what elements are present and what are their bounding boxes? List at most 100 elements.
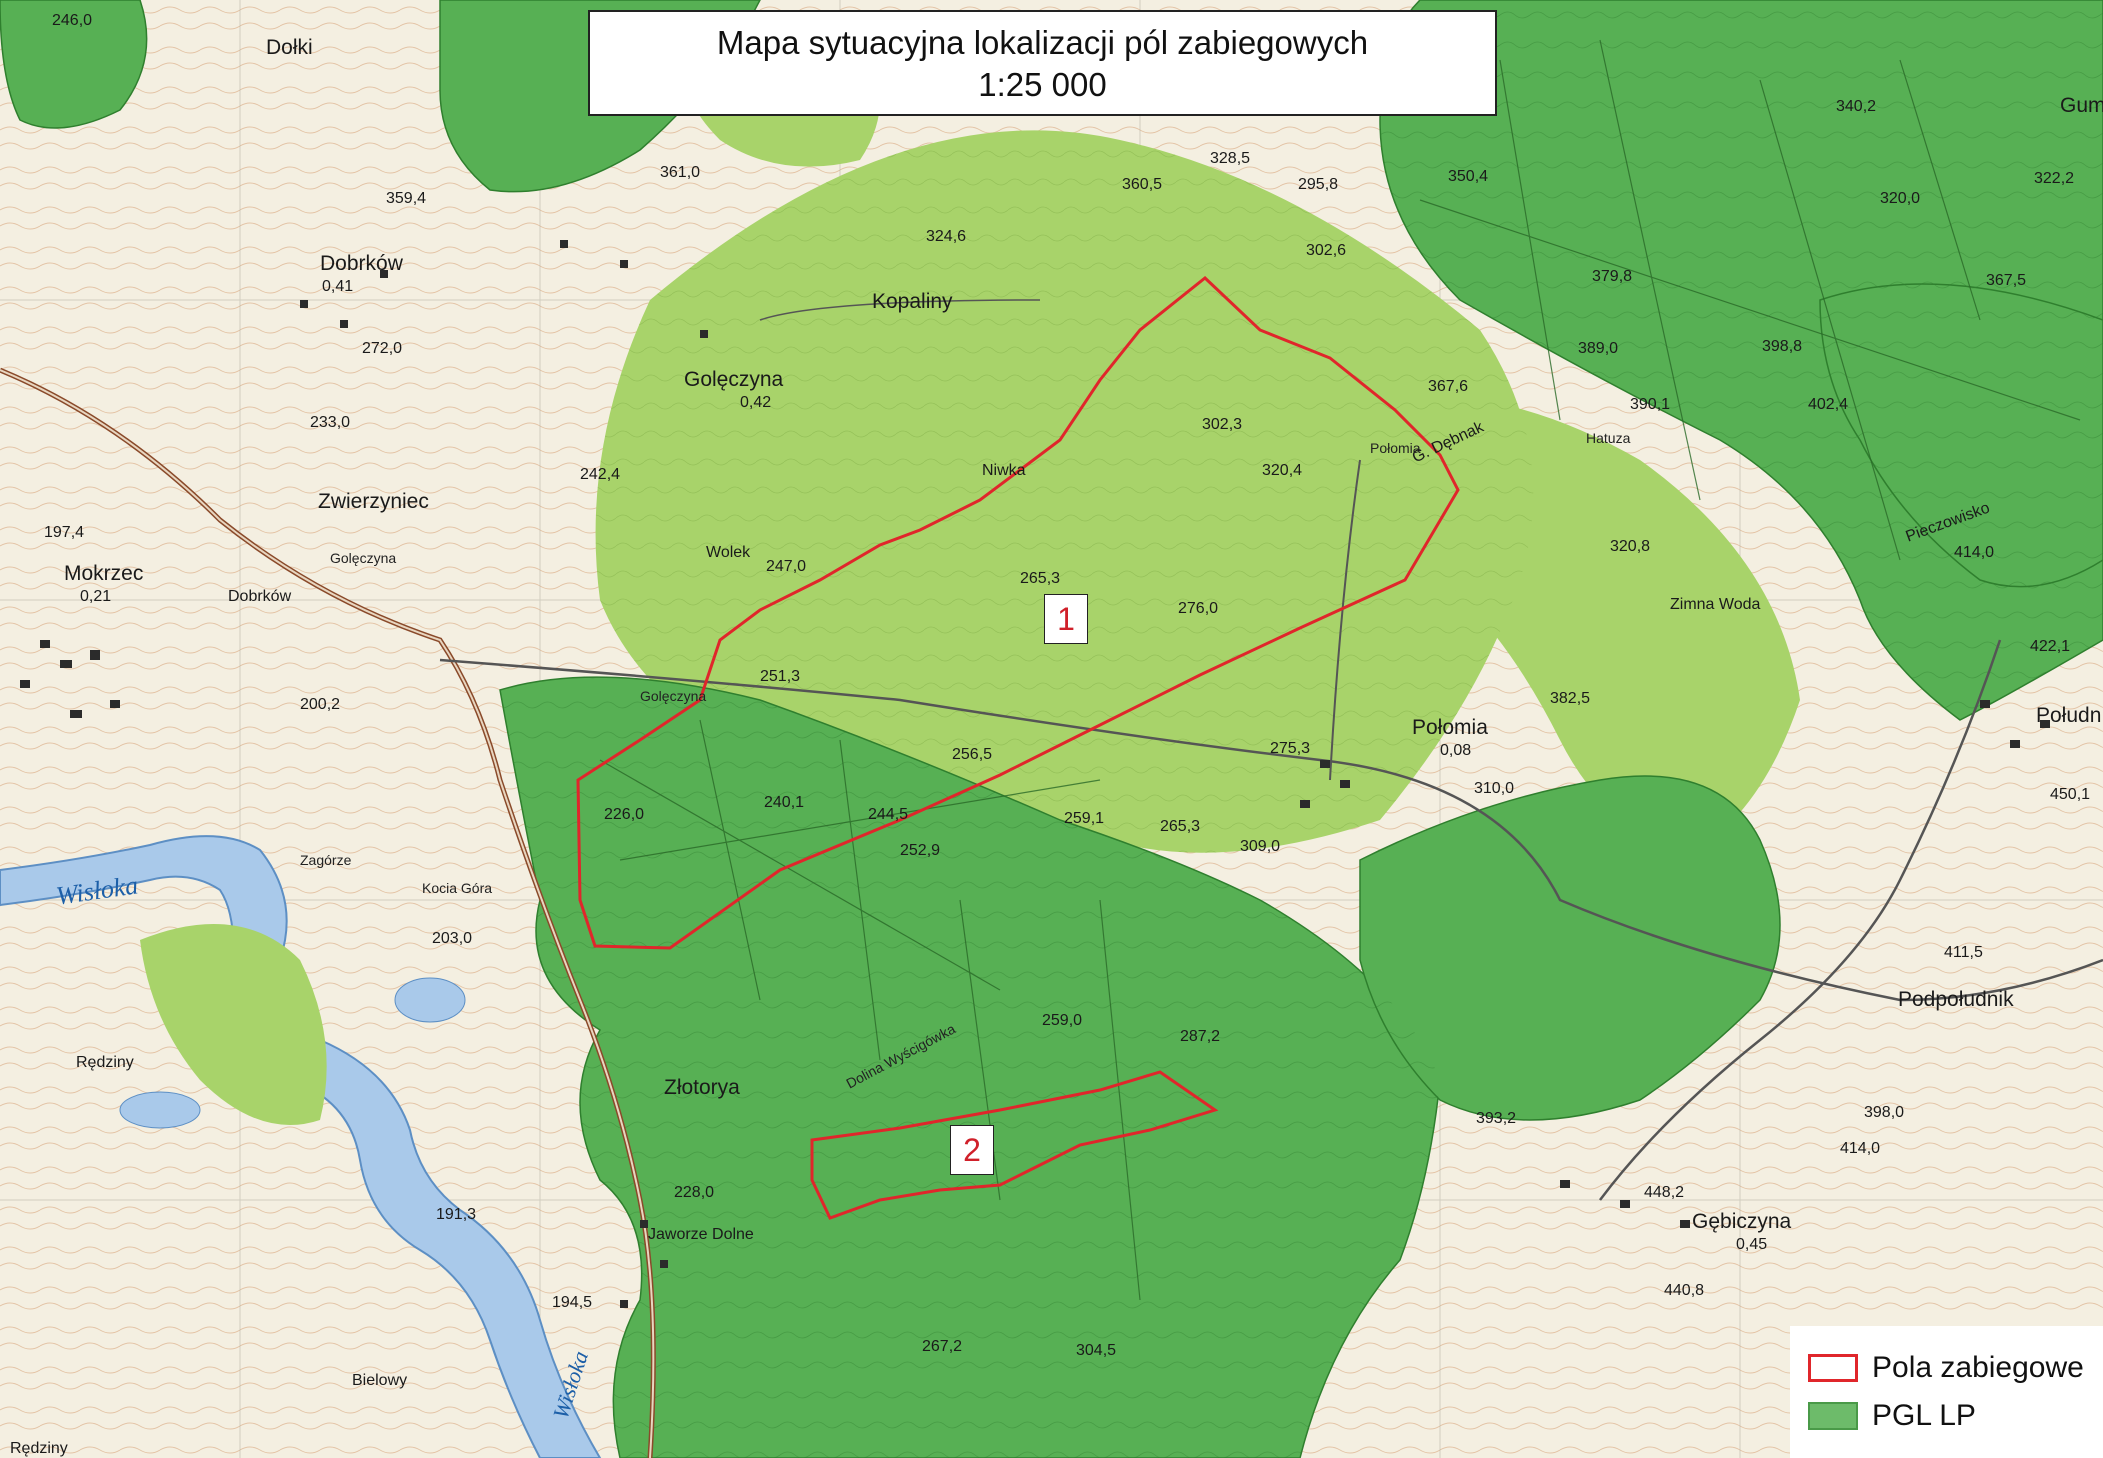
elevation: 203,0 (432, 930, 473, 947)
place-goleczyna-value: 0,42 (740, 394, 772, 411)
elevation: 251,3 (760, 668, 801, 685)
elevation: 265,3 (1160, 818, 1201, 835)
elevation: 398,8 (1762, 338, 1803, 355)
elevation: 361,0 (660, 164, 701, 181)
elevation: 310,0 (1474, 780, 1515, 797)
elevation: 244,5 (868, 806, 909, 823)
elevation: 240,1 (764, 794, 805, 811)
elevation: 267,2 (922, 1338, 963, 1355)
elevation: 320,0 (1880, 190, 1921, 207)
treatment-field-2[interactable] (810, 1070, 1219, 1220)
elevation: 287,2 (1180, 1028, 1221, 1045)
elevation: 295,8 (1298, 176, 1339, 193)
place-zwierzyniec: Zwierzyniec (318, 490, 429, 513)
place-podpoludnik: Podpołudnik (1898, 988, 2014, 1011)
elevation: 320,4 (1262, 462, 1303, 479)
place-dobrkow-value: 0,41 (322, 278, 354, 295)
elevation: 448,2 (1644, 1184, 1685, 1201)
light-forest-texture (595, 130, 1534, 853)
elevation: 320,8 (1610, 538, 1651, 555)
elevation: 252,9 (900, 842, 941, 859)
legend-label: Pola zabiegowe (1872, 1351, 2084, 1384)
elevation: 233,0 (310, 414, 351, 431)
place-dobrkow-2: Dobrków (228, 588, 292, 605)
legend-item-treatment-fields: Pola zabiegowe (1808, 1344, 2103, 1392)
elevation: 350,4 (1448, 168, 1489, 185)
elevation: 379,8 (1592, 268, 1633, 285)
elevation: 228,0 (674, 1184, 715, 1201)
elevation: 367,6 (1428, 378, 1469, 395)
pond (394, 977, 466, 1023)
place-gebiczyna: Gębiczyna (1692, 1210, 1792, 1233)
title-scale: 1:25 000 (978, 66, 1107, 103)
place-hatuza: Hatuza (1586, 430, 1631, 446)
field-label-2[interactable]: 2 (950, 1125, 994, 1175)
elevation: 450,1 (2050, 786, 2091, 803)
elevation: 411,5 (1944, 944, 1983, 961)
elevation: 246,0 (52, 12, 93, 29)
elevation: 276,0 (1178, 600, 1219, 617)
elevation: 275,3 (1270, 740, 1311, 757)
elevation: 194,5 (552, 1294, 593, 1311)
place-wolek: Wolek (706, 544, 751, 561)
compartment-lines (599, 39, 2081, 1301)
place-polomia-value: 0,08 (1440, 742, 1472, 759)
elevation: 226,0 (604, 806, 645, 823)
field-label-1[interactable]: 1 (1044, 594, 1088, 644)
settlements (20, 240, 2050, 1308)
place-dolki: Dołki (266, 36, 313, 59)
place-zimna-woda: Zimna Woda (1670, 596, 1761, 613)
elevation: 389,0 (1578, 340, 1619, 357)
elevation: 398,0 (1864, 1104, 1905, 1121)
place-zagorze: Zagórze (300, 852, 352, 868)
place-niwka: Niwka (982, 462, 1026, 479)
title-line-1: Mapa sytuacyjna lokalizacji pól zabiegow… (716, 24, 1369, 61)
elevation: 393,2 (1476, 1110, 1517, 1127)
treatment-field-1[interactable] (576, 276, 1460, 950)
elevation: 259,1 (1064, 810, 1105, 827)
place-redziny-2: Rędziny (10, 1440, 68, 1457)
elevation: 200,2 (300, 696, 341, 713)
place-polomia-2: Połomia (1370, 440, 1421, 456)
elevation: 440,8 (1664, 1282, 1705, 1299)
elevation: 414,0 (1840, 1140, 1881, 1157)
place-mokrzec: Mokrzec (64, 562, 144, 585)
place-goleczyna: Golęczyna (684, 368, 784, 391)
place-kocia-gora: Kocia Góra (422, 880, 493, 896)
map-title: Mapa sytuacyjna lokalizacji pól zabiegow… (588, 10, 1497, 116)
place-poludnik: Połudn (2036, 704, 2102, 727)
place-dobrkow: Dobrków (320, 252, 403, 275)
elevation: 191,3 (436, 1206, 477, 1223)
place-goleczyna-2: Golęczyna (330, 550, 397, 566)
elevation: 324,6 (926, 228, 967, 245)
elevation: 359,4 (386, 190, 427, 207)
place-gebiczyna-value: 0,45 (1736, 1236, 1768, 1253)
elevation: 414,0 (1954, 544, 1995, 561)
elevation: 340,2 (1836, 98, 1877, 115)
elevation: 382,5 (1550, 690, 1591, 707)
elevation: 265,3 (1020, 570, 1061, 587)
elevation: 360,5 (1122, 176, 1163, 193)
place-mokrzec-value: 0,21 (80, 588, 112, 605)
pond (119, 1091, 201, 1129)
elevation: 390,1 (1630, 396, 1671, 413)
place-goleczyna-3: Golęczyna (640, 688, 707, 704)
place-gum: Gum (2060, 94, 2103, 117)
elevation: 309,0 (1240, 838, 1281, 855)
elevation: 259,0 (1042, 1012, 1083, 1029)
elevation: 247,0 (766, 558, 807, 575)
place-zlotorya: Złotorya (664, 1076, 740, 1099)
legend-swatch-green-fill (1808, 1402, 1858, 1430)
place-kopaliny: Kopaliny (872, 290, 953, 313)
elevation: 322,2 (2034, 170, 2075, 187)
elevation: 242,4 (580, 466, 621, 483)
elevation: 328,5 (1210, 150, 1251, 167)
place-redziny: Rędziny (76, 1054, 134, 1071)
elevation: 367,5 (1986, 272, 2027, 289)
roads (0, 299, 2103, 1458)
elevation: 402,4 (1808, 396, 1849, 413)
legend-label: PGL LP (1872, 1399, 1976, 1432)
elevation: 272,0 (362, 340, 403, 357)
elevation: 422,1 (2030, 638, 2071, 655)
